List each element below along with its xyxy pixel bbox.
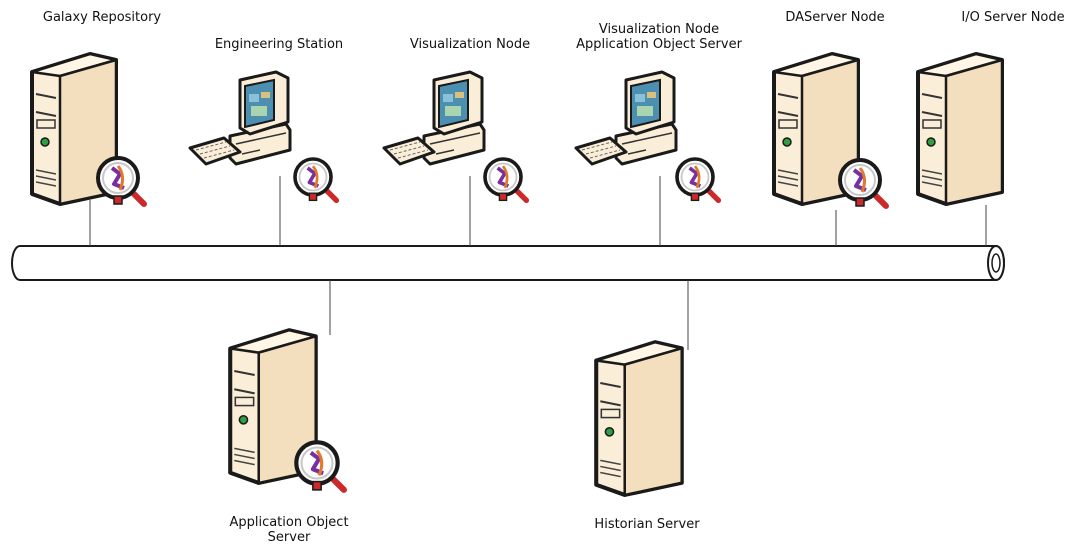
server-tower-icon (916, 52, 1004, 206)
io-server-node (916, 52, 1004, 206)
galaxy-repository-node (30, 52, 144, 204)
runtime-badge-icon (677, 159, 718, 200)
runtime-badge-icon (98, 158, 144, 204)
engineering-station-label: Engineering Station (214, 37, 344, 52)
historian-server-label: Historian Server (594, 517, 700, 532)
workstation-icon (574, 70, 678, 166)
daserver-node (772, 52, 886, 206)
daserver-node-label: DAServer Node (785, 10, 885, 25)
connection-lines (89, 176, 987, 350)
engineering-station-node (188, 70, 336, 200)
historian-server-node (596, 342, 682, 495)
galaxy-repository-label: Galaxy Repository (42, 10, 162, 25)
visualization-aos-node (574, 70, 718, 200)
runtime-badge-icon (485, 159, 526, 200)
visualization-aos-label: Visualization Node Application Object Se… (576, 22, 742, 52)
application-object-server-node (230, 330, 344, 490)
server-tower-icon (596, 342, 682, 495)
runtime-badge-icon (296, 442, 344, 490)
workstation-icon (188, 70, 292, 166)
application-object-server-label: Application Object Server (229, 515, 349, 545)
network-bus (11, 245, 1005, 281)
runtime-badge-icon (840, 160, 886, 206)
runtime-badge-icon (295, 159, 336, 200)
visualization-node-node (382, 70, 526, 200)
workstation-icon (382, 70, 486, 166)
io-server-node-label: I/O Server Node (961, 10, 1065, 25)
visualization-node-label: Visualization Node (409, 37, 531, 52)
